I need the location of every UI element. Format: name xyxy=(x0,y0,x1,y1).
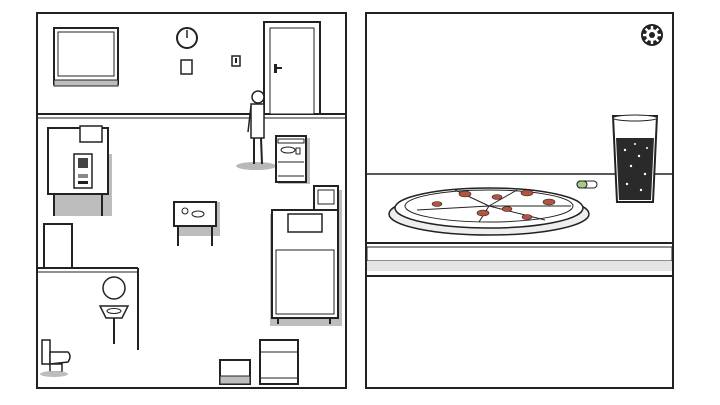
man[interactable] xyxy=(236,90,276,170)
gear-icon xyxy=(643,26,661,44)
table-scene xyxy=(367,24,672,277)
window[interactable] xyxy=(53,27,119,87)
table-panel xyxy=(365,12,674,389)
cart[interactable] xyxy=(275,135,310,184)
room-scene xyxy=(38,21,345,385)
pepperoni xyxy=(431,189,556,220)
toilet[interactable] xyxy=(40,339,71,377)
room-panel xyxy=(36,12,347,389)
cabinet[interactable] xyxy=(43,223,73,269)
soda-glass[interactable] xyxy=(611,114,659,203)
pill[interactable] xyxy=(576,180,598,189)
bed[interactable] xyxy=(270,209,342,326)
door[interactable] xyxy=(263,21,321,115)
box-large[interactable] xyxy=(259,339,299,385)
light-switch[interactable] xyxy=(231,55,241,67)
box-small[interactable] xyxy=(219,359,251,385)
sink[interactable] xyxy=(98,276,130,344)
settings-button[interactable] xyxy=(641,24,663,46)
pizza[interactable] xyxy=(388,187,590,236)
desk[interactable] xyxy=(47,125,112,216)
wall-note[interactable] xyxy=(180,59,193,75)
wall-clock[interactable] xyxy=(176,27,198,49)
side-table[interactable] xyxy=(173,201,220,246)
